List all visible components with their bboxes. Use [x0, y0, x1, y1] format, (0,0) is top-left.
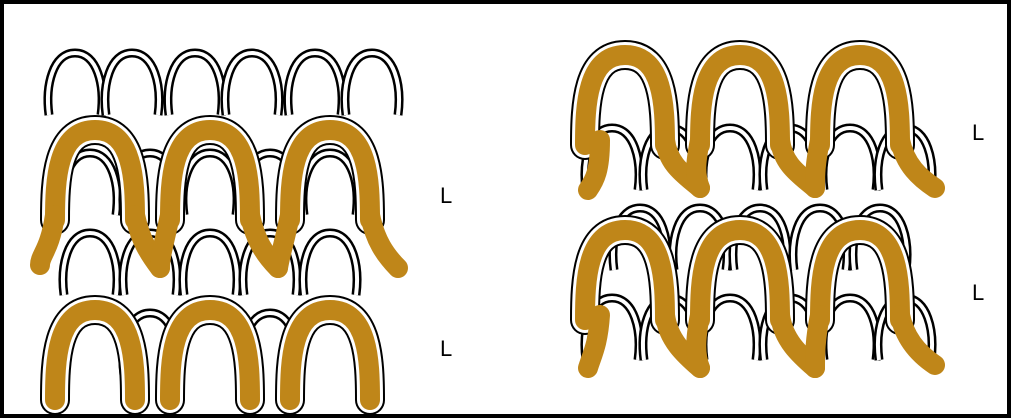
left-label-upper: L [440, 185, 452, 207]
left-top-black-loops [48, 53, 399, 115]
left-panel-structure [40, 53, 399, 400]
right-panel-structure [585, 55, 935, 368]
right-label-upper: L [972, 122, 984, 144]
left-ground-yarn [63, 153, 357, 375]
left-label-lower: L [440, 338, 452, 360]
left-gold-course-2 [55, 310, 370, 400]
right-label-lower: L [972, 282, 984, 304]
